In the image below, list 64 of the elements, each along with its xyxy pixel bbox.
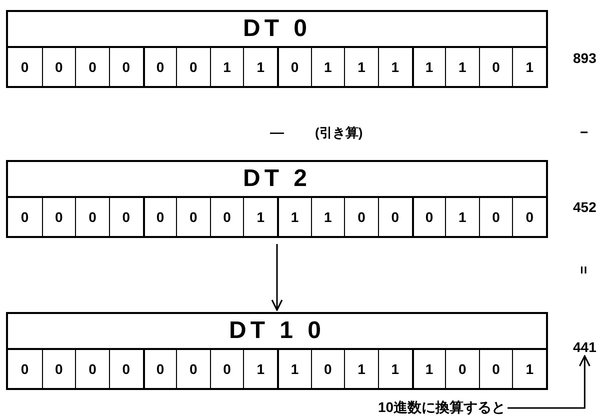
operation-note: (引き算): [315, 124, 363, 142]
bit-cell: 0: [8, 198, 42, 236]
bit-cell: 0: [108, 198, 142, 236]
bit-cell: 1: [243, 198, 277, 236]
arrow: [271, 244, 283, 311]
equals-sign: =: [576, 266, 592, 274]
register-box: [6, 312, 548, 390]
bit-cell: 0: [8, 48, 42, 86]
bit-cell: 0: [412, 198, 446, 236]
bit-cell: 1: [445, 48, 479, 86]
bit-cell: 1: [412, 48, 446, 86]
bit-cell: 1: [210, 48, 244, 86]
register-box: [6, 10, 548, 88]
bit-cell: 1: [277, 350, 311, 388]
bit-cell: 0: [344, 198, 378, 236]
bit-cell: 1: [310, 198, 344, 236]
annotation-text: 10進数に換算すると: [378, 399, 506, 417]
bit-cell: 0: [75, 198, 109, 236]
bit-cell: 0: [176, 48, 210, 86]
bit-cell: 1: [344, 48, 378, 86]
bit-cell: 0: [42, 198, 76, 236]
leader-line: [508, 355, 590, 409]
register-box: [6, 160, 548, 238]
bit-cell: 0: [176, 198, 210, 236]
bit-cell: 1: [378, 48, 412, 86]
bit-cell: 1: [277, 198, 311, 236]
register-name: DT 1 0: [8, 314, 546, 350]
bit-cell: 0: [277, 48, 311, 86]
bit-cell: 0: [176, 350, 210, 388]
annotation-text: 441: [573, 339, 596, 355]
bit-cell: 1: [412, 350, 446, 388]
value-text: 893: [573, 50, 596, 66]
bit-cell: 0: [378, 198, 412, 236]
bit-cell: 0: [42, 48, 76, 86]
bit-cell: 0: [75, 48, 109, 86]
bit-cell: 1: [310, 48, 344, 86]
value-text: 452: [573, 199, 596, 215]
bit-cell: 1: [378, 350, 412, 388]
bit-cell: 0: [42, 350, 76, 388]
bit-cell: 1: [243, 350, 277, 388]
minus-sign: −: [580, 124, 588, 140]
bit-cell: 0: [310, 350, 344, 388]
bit-cell: 0: [108, 48, 142, 86]
register-name: DT 2: [8, 162, 546, 198]
bit-cell: 0: [8, 350, 42, 388]
register-name: DT 0: [8, 12, 546, 48]
bit-cell: 1: [512, 48, 546, 86]
bit-cell: 0: [478, 350, 512, 388]
bit-cell: 1: [344, 350, 378, 388]
bit-cell: 0: [210, 350, 244, 388]
bit-cell: 0: [478, 48, 512, 86]
minus-sign: —: [270, 124, 284, 140]
bit-cell: 0: [142, 198, 176, 236]
bit-cell: 1: [512, 350, 546, 388]
bit-cell: 0: [108, 350, 142, 388]
bit-cell: 0: [512, 198, 546, 236]
bit-cell: 0: [210, 198, 244, 236]
bit-cell: 0: [445, 350, 479, 388]
bit-cell: 0: [478, 198, 512, 236]
bit-cell: 1: [243, 48, 277, 86]
bit-cell: 0: [142, 48, 176, 86]
bit-cell: 0: [75, 350, 109, 388]
bit-cell: 0: [142, 350, 176, 388]
bit-cell: 1: [445, 198, 479, 236]
